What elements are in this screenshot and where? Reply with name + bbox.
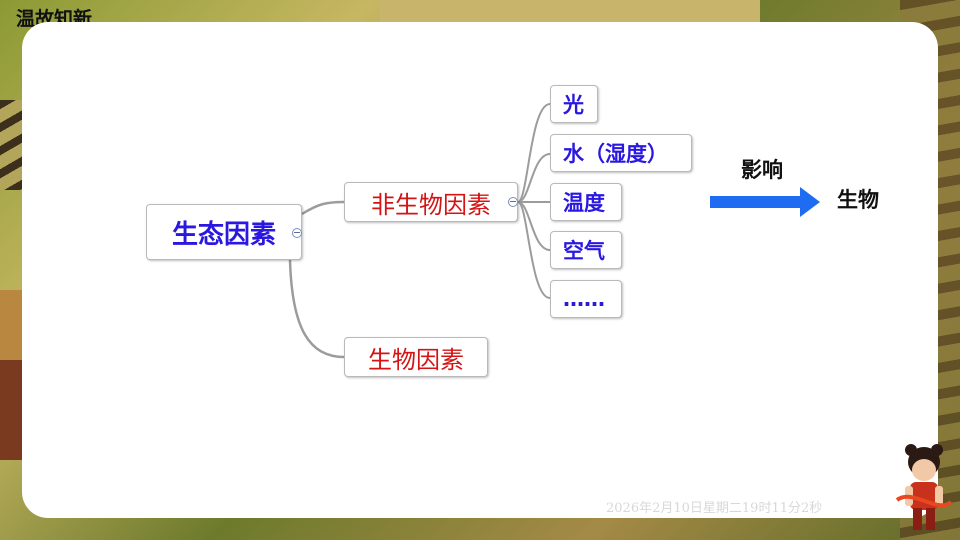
connector-root-abiotic	[301, 200, 345, 216]
leaf-node-ellipsis[interactable]: ……	[550, 280, 622, 318]
branch-node-biotic-label: 生物因素	[368, 345, 464, 374]
leaf-node-light[interactable]: 光	[550, 85, 598, 123]
leaf-node-label: 水（湿度）	[563, 142, 668, 166]
leaf-node-label: ……	[563, 287, 605, 311]
leaf-node-label: 光	[563, 93, 584, 117]
leaf-node-water[interactable]: 水（湿度）	[550, 134, 692, 172]
root-node[interactable]: 生态因素	[146, 204, 302, 260]
leaf-node-label: 温度	[563, 191, 605, 215]
connector-leaf-5	[517, 201, 551, 299]
organism-label: 生物	[837, 188, 879, 212]
collapse-icon[interactable]	[292, 228, 302, 238]
timestamp-watermark: 2026年2月10日星期二19时11分2秒	[606, 501, 823, 516]
branch-node-abiotic-label: 非生物因素	[371, 190, 491, 219]
branch-node-abiotic[interactable]: 非生物因素	[344, 182, 518, 222]
connector-leaf-1	[517, 103, 551, 203]
branch-node-biotic[interactable]: 生物因素	[344, 337, 488, 377]
collapse-icon[interactable]	[508, 197, 518, 207]
root-node-label: 生态因素	[171, 219, 276, 250]
connector-leaf-2	[517, 153, 551, 203]
cartoon-character-icon	[895, 444, 953, 530]
leaf-node-temperature[interactable]: 温度	[550, 183, 622, 221]
right-arrow-icon	[710, 187, 820, 217]
leaf-node-label: 空气	[563, 239, 605, 263]
leaf-node-air[interactable]: 空气	[550, 231, 622, 269]
connector-root-biotic	[288, 259, 345, 359]
influence-label: 影响	[741, 158, 783, 182]
content-card	[22, 22, 938, 518]
